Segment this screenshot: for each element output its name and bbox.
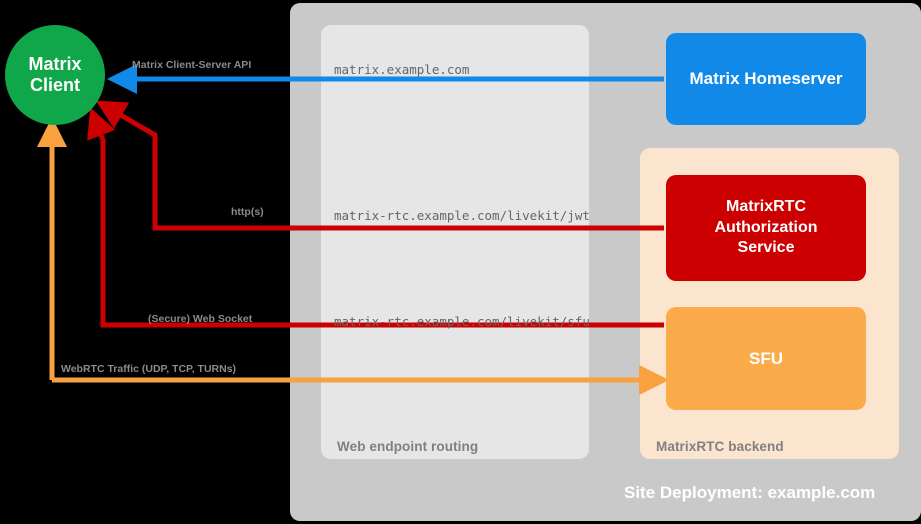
- panel-label-matrixrtc-backend: MatrixRTC backend: [656, 439, 784, 454]
- connection-label-matrix-client-server-api: Matrix Client-Server API: [132, 59, 252, 71]
- auth-label-line2: Authorization: [714, 218, 818, 236]
- panel-web-endpoint-routing: [321, 25, 589, 459]
- connection-label-secure-web-socket: (Secure) Web Socket: [148, 313, 253, 325]
- url-label-livekit-jwt: matrix-rtc.example.com/livekit/jwt: [334, 208, 590, 223]
- node-sfu[interactable]: SFU: [666, 307, 866, 410]
- matrix-client-label-line1: Matrix: [28, 54, 82, 75]
- auth-label-line3: Service: [737, 239, 795, 257]
- matrix-homeserver-label: Matrix Homeserver: [689, 69, 843, 88]
- node-matrix-client[interactable]: Matrix Client: [5, 25, 105, 125]
- connection-label-https: http(s): [231, 206, 264, 218]
- panel-label-site-deployment: Site Deployment: example.com: [624, 483, 876, 502]
- panel-label-web-endpoint-routing: Web endpoint routing: [337, 439, 479, 454]
- url-label-matrix-example-com: matrix.example.com: [334, 62, 470, 77]
- url-label-livekit-sfu: matrix-rtc.example.com/livekit/sfu: [334, 314, 590, 329]
- node-matrix-homeserver[interactable]: Matrix Homeserver: [666, 33, 866, 125]
- connection-label-webrtc-traffic: WebRTC Traffic (UDP, TCP, TURNs): [61, 363, 237, 375]
- node-matrixrtc-authorization-service[interactable]: MatrixRTC Authorization Service: [666, 175, 866, 281]
- auth-label-line1: MatrixRTC: [725, 197, 806, 215]
- matrix-client-label-line2: Client: [29, 75, 80, 95]
- sfu-label: SFU: [749, 348, 783, 368]
